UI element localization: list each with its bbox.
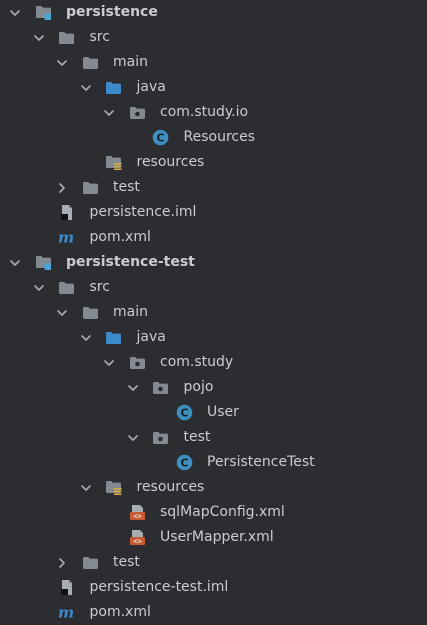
tree-item-label: com.study.io [160, 104, 249, 120]
chevron-down-icon[interactable] [7, 0, 23, 25]
tree-item-label: User [207, 404, 239, 420]
chevron-down-icon[interactable] [101, 100, 117, 125]
folder-icon [58, 279, 76, 296]
svg-text:<>: <> [133, 538, 141, 546]
tree-row-pom-xml[interactable]: m pom.xml [0, 600, 427, 625]
tree-row-resources[interactable]: resources [0, 150, 427, 175]
tree-item-label: test [183, 429, 211, 445]
svg-text:C: C [180, 456, 188, 469]
chevron-right-icon[interactable] [54, 175, 70, 200]
module-folder-icon [34, 4, 52, 21]
tree-row-main[interactable]: main [0, 50, 427, 75]
tree-row-resources[interactable]: resources [0, 475, 427, 500]
folder-icon [81, 554, 99, 571]
folder-icon [81, 54, 99, 71]
chevron-right-icon[interactable] [54, 550, 70, 575]
tree-item-label: UserMapper.xml [160, 529, 274, 545]
svg-text:C: C [156, 131, 164, 144]
tree-item-label: Resources [183, 129, 256, 145]
tree-item-label: persistence-test [66, 254, 195, 270]
tree-row-test[interactable]: test [0, 550, 427, 575]
class-icon: C [175, 404, 193, 421]
tree-item-label: persistence.iml [89, 204, 197, 220]
resources-root-folder-icon [105, 154, 123, 171]
tree-row-main[interactable]: main [0, 300, 427, 325]
tree-item-label: test [113, 554, 140, 570]
tree-item-label: persistence-test.iml [89, 579, 229, 595]
chevron-down-icon[interactable] [54, 50, 70, 75]
tree-item-label: sqlMapConfig.xml [160, 504, 285, 520]
xml-file-icon: <> [128, 504, 146, 521]
iml-file-icon [58, 204, 76, 221]
maven-icon: m [58, 604, 76, 621]
tree-item-label: main [113, 304, 148, 320]
tree-row-java[interactable]: java [0, 75, 427, 100]
resources-root-folder-icon [105, 479, 123, 496]
package-icon [128, 354, 146, 371]
maven-icon: m [58, 229, 76, 246]
class-icon: C [175, 454, 193, 471]
chevron-down-icon[interactable] [125, 375, 141, 400]
package-icon [128, 104, 146, 121]
tree-row-test[interactable]: test [0, 425, 427, 450]
class-icon: C [152, 129, 170, 146]
chevron-down-icon[interactable] [78, 75, 94, 100]
chevron-down-icon[interactable] [54, 300, 70, 325]
tree-item-label: pom.xml [89, 604, 151, 620]
tree-item-label: java [136, 79, 166, 95]
tree-row-persistence[interactable]: persistence [0, 0, 427, 25]
tree-item-label: test [113, 179, 140, 195]
tree-item-label: PersistenceTest [207, 454, 315, 470]
chevron-down-icon[interactable] [78, 475, 94, 500]
tree-item-label: persistence [66, 4, 158, 20]
tree-item-label: pojo [183, 379, 214, 395]
tree-row-user[interactable]: C User [0, 400, 427, 425]
svg-text:m: m [58, 229, 74, 246]
source-root-folder-icon [105, 79, 123, 96]
source-root-folder-icon [105, 329, 123, 346]
package-icon [152, 429, 170, 446]
svg-text:m: m [58, 604, 74, 621]
chevron-down-icon[interactable] [31, 25, 47, 50]
tree-row-pom-xml[interactable]: m pom.xml [0, 225, 427, 250]
tree-row-com-study[interactable]: com.study [0, 350, 427, 375]
tree-row-test[interactable]: test [0, 175, 427, 200]
tree-row-src[interactable]: src [0, 25, 427, 50]
tree-row-resources[interactable]: C Resources [0, 125, 427, 150]
tree-row-persistence-iml[interactable]: persistence.iml [0, 200, 427, 225]
tree-item-label: src [89, 279, 110, 295]
chevron-down-icon[interactable] [31, 275, 47, 300]
chevron-down-icon[interactable] [125, 425, 141, 450]
folder-icon [58, 29, 76, 46]
tree-item-label: java [136, 329, 166, 345]
iml-file-icon [58, 579, 76, 596]
tree-item-label: com.study [160, 354, 234, 370]
tree-row-pojo[interactable]: pojo [0, 375, 427, 400]
tree-row-src[interactable]: src [0, 275, 427, 300]
tree-row-usermapper-xml[interactable]: <> UserMapper.xml [0, 525, 427, 550]
module-folder-icon [34, 254, 52, 271]
tree-item-label: resources [136, 479, 205, 495]
tree-item-label: pom.xml [89, 229, 151, 245]
chevron-down-icon[interactable] [78, 325, 94, 350]
chevron-down-icon[interactable] [101, 350, 117, 375]
tree-row-persistencetest[interactable]: C PersistenceTest [0, 450, 427, 475]
tree-item-label: src [89, 29, 110, 45]
svg-text:<>: <> [133, 513, 141, 521]
tree-row-java[interactable]: java [0, 325, 427, 350]
folder-icon [81, 179, 99, 196]
folder-icon [81, 304, 99, 321]
svg-text:C: C [180, 406, 188, 419]
tree-row-sqlmapconfig-xml[interactable]: <> sqlMapConfig.xml [0, 500, 427, 525]
package-icon [152, 379, 170, 396]
tree-item-label: resources [136, 154, 205, 170]
tree-row-persistence-test[interactable]: persistence-test [0, 250, 427, 275]
tree-row-com-study-io[interactable]: com.study.io [0, 100, 427, 125]
chevron-down-icon[interactable] [7, 250, 23, 275]
tree-row-persistence-test-iml[interactable]: persistence-test.iml [0, 575, 427, 600]
tree-item-label: main [113, 54, 148, 70]
xml-file-icon: <> [128, 529, 146, 546]
